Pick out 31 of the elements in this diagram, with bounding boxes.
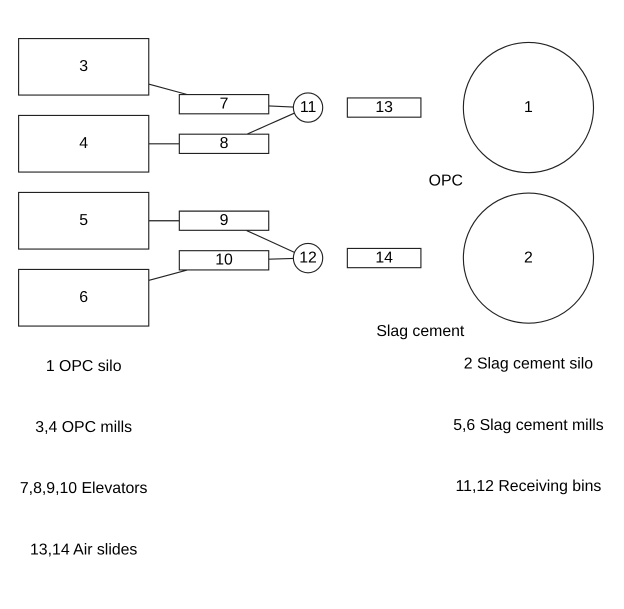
label: 5,6 Slag cement mills bbox=[453, 416, 604, 434]
node-box: 4 bbox=[18, 114, 150, 173]
node-label: OPC bbox=[428, 172, 463, 190]
node-circle: 12 bbox=[292, 242, 324, 274]
node-box: 3 bbox=[18, 38, 150, 96]
connector bbox=[246, 230, 295, 254]
node-circle: 11 bbox=[292, 92, 324, 123]
node-box: 7 bbox=[178, 94, 270, 114]
node-circle: 1 bbox=[462, 42, 594, 174]
label: 13,14 Air slides bbox=[30, 541, 138, 558]
connector bbox=[268, 105, 294, 108]
label: 11,12 Receiving bins bbox=[456, 478, 602, 495]
connector bbox=[148, 84, 188, 96]
node-box: 13 bbox=[346, 97, 422, 118]
node-box: 8 bbox=[178, 134, 270, 154]
label: 1 OPC silo bbox=[46, 358, 122, 375]
connector bbox=[268, 258, 294, 260]
node-circle: 2 bbox=[462, 192, 594, 324]
connector bbox=[247, 112, 295, 135]
node-label: Slag cement bbox=[376, 322, 464, 340]
node-box: 14 bbox=[346, 248, 422, 268]
connector bbox=[148, 269, 188, 281]
connector bbox=[149, 220, 179, 222]
node-box: 9 bbox=[178, 210, 270, 231]
node-box: 10 bbox=[178, 250, 270, 271]
connector bbox=[149, 143, 179, 144]
label: 7,8,9,10 Elevators bbox=[20, 480, 148, 498]
node-box: 5 bbox=[18, 192, 150, 250]
label: 3,4 OPC mills bbox=[35, 419, 132, 436]
node-box: 6 bbox=[18, 268, 150, 327]
label: 2 Slag cement silo bbox=[464, 356, 594, 373]
